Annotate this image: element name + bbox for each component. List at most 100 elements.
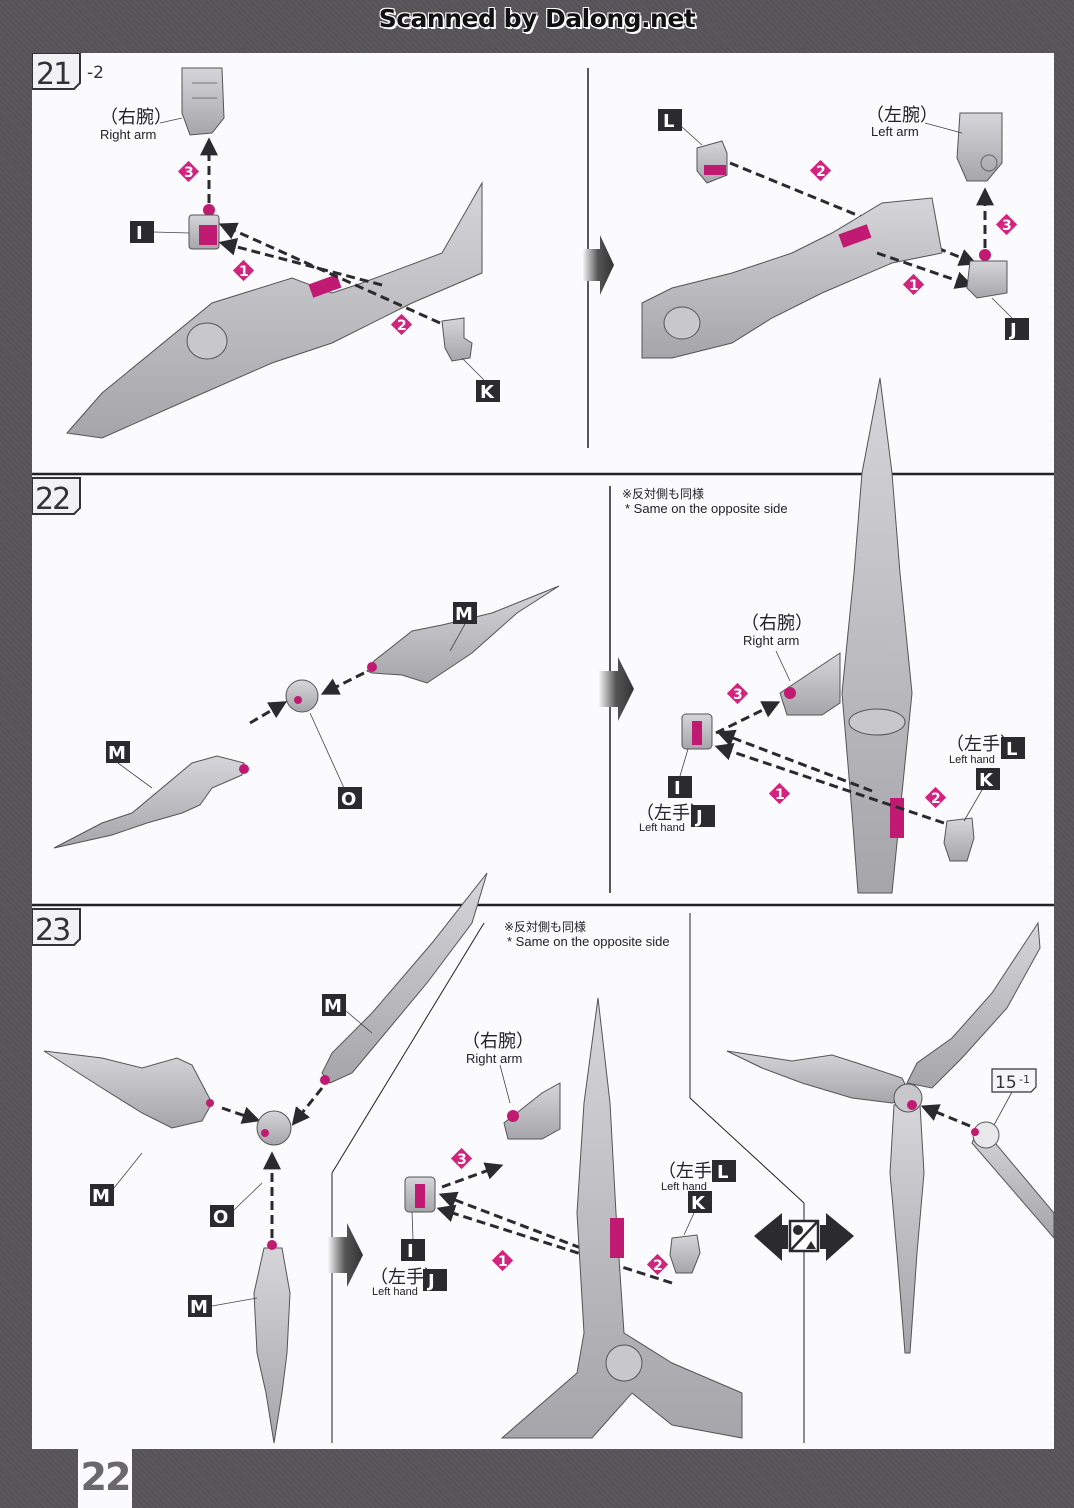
hand-part-i	[681, 713, 713, 750]
part-label-o: O	[338, 787, 362, 810]
blade-part-m	[366, 585, 560, 684]
ref-step-sub: -1	[1019, 1073, 1030, 1086]
part-label-k: K	[976, 768, 1000, 791]
svg-text:M: M	[324, 996, 342, 1017]
svg-text:I: I	[407, 1241, 414, 1262]
note-jp: ※反対側も同様	[622, 487, 704, 501]
stand-arm-part	[971, 1121, 1054, 1239]
hand-part-k	[669, 1234, 701, 1274]
svg-text:O: O	[213, 1207, 228, 1228]
weapon-assembly	[66, 181, 483, 439]
svg-text:J: J	[1008, 320, 1017, 341]
svg-text:2: 2	[816, 164, 826, 180]
svg-text:K: K	[480, 382, 495, 403]
svg-text:1: 1	[909, 278, 919, 294]
svg-text:L: L	[717, 1162, 728, 1183]
part-label-j: J	[1005, 318, 1029, 341]
callout-en: Right arm	[100, 127, 156, 142]
ref-step-number: 15	[995, 1073, 1017, 1093]
connector-part-o	[256, 1110, 292, 1146]
order-marker-2: 2	[924, 786, 947, 809]
callout-jp: （左腕）	[866, 105, 938, 126]
callout-en: Right arm	[743, 633, 799, 648]
svg-text:I: I	[136, 223, 143, 244]
svg-text:M: M	[108, 743, 126, 764]
order-marker-2: 2	[809, 159, 832, 182]
svg-text:1: 1	[239, 264, 249, 280]
order-marker-2: 2	[646, 1253, 669, 1276]
part-label-m: M	[322, 994, 346, 1017]
order-marker-1: 1	[491, 1249, 514, 1272]
order-marker-3: 3	[177, 160, 200, 183]
svg-text:J: J	[694, 807, 703, 828]
instruction-illustrations: 21 -2 （右腕） Right arm 3 I	[32, 53, 1054, 1444]
part-label-i: I	[130, 221, 154, 244]
step-badge: 22	[32, 477, 81, 517]
hand-part-k	[943, 817, 975, 862]
next-arrow	[327, 1223, 363, 1287]
step-21-2: 21 -2 （右腕） Right arm 3 I	[32, 53, 1029, 439]
callout-en: Left hand	[372, 1286, 418, 1298]
instruction-sheet: 21 -2 （右腕） Right arm 3 I	[32, 53, 1054, 1449]
blade-part-m	[320, 872, 488, 1085]
step-23: 23 M M O	[32, 872, 1054, 1444]
callout-jp: （右腕）	[100, 107, 172, 128]
part-label-o: O	[210, 1205, 234, 1228]
right-arm-part	[503, 1082, 561, 1140]
callout-jp: （左手）	[636, 803, 708, 824]
weapon-assembly-mirror	[641, 197, 943, 359]
part-label-k: K	[688, 1191, 712, 1214]
right-arm-part	[779, 652, 841, 716]
part-label-i: I	[668, 776, 692, 799]
svg-text:L: L	[1006, 739, 1017, 760]
blade-part-m	[43, 1050, 214, 1129]
callout-en: Left hand	[639, 822, 685, 834]
order-marker-2: 2	[390, 313, 413, 336]
reference-step-badge: 15 -1	[991, 1068, 1037, 1093]
left-arm-part	[956, 112, 1003, 182]
callout-jp: （左手）	[946, 734, 1018, 755]
hand-part-l	[696, 140, 728, 184]
callout-en: Left arm	[871, 124, 919, 139]
step-number: 21	[36, 57, 70, 92]
part-label-l: L	[1001, 737, 1025, 760]
watermark: Scanned by Dalong.net	[378, 4, 696, 33]
swap-direction-icon	[754, 1213, 854, 1261]
next-arrow	[582, 235, 614, 295]
connector-part-o	[285, 679, 319, 713]
svg-text:3: 3	[184, 165, 194, 181]
svg-text:M: M	[92, 1186, 110, 1207]
svg-text:1: 1	[775, 787, 785, 803]
order-marker-1: 1	[232, 259, 255, 282]
step-badge: 21 -2	[32, 53, 104, 92]
blade-part-m	[253, 1240, 291, 1444]
next-arrow	[598, 657, 634, 721]
trident-part	[841, 377, 913, 894]
trident-assembled	[726, 921, 1041, 1354]
part-label-k: K	[476, 380, 500, 403]
right-arm-part	[181, 67, 225, 136]
svg-text:1: 1	[498, 1254, 508, 1270]
hand-part-i	[404, 1176, 436, 1213]
note-en: * Same on the opposite side	[625, 501, 788, 516]
svg-text:O: O	[341, 789, 356, 810]
svg-text:L: L	[663, 111, 674, 132]
order-marker-3: 3	[995, 213, 1018, 236]
page-number: 22	[78, 1449, 132, 1508]
trident-part	[500, 997, 743, 1439]
step-number: 23	[35, 913, 69, 948]
part-label-m: M	[90, 1184, 114, 1207]
hand-part-k	[441, 317, 473, 362]
note-en: * Same on the opposite side	[507, 934, 670, 949]
svg-text:I: I	[674, 778, 681, 799]
svg-text:K: K	[691, 1193, 706, 1214]
part-label-m: M	[453, 602, 477, 625]
svg-text:J: J	[426, 1271, 435, 1292]
order-marker-1: 1	[902, 273, 925, 296]
step-22: 22 M M O	[32, 377, 1025, 894]
hand-part-i	[188, 204, 220, 250]
order-marker-1: 1	[768, 782, 791, 805]
svg-text:M: M	[455, 604, 473, 625]
part-label-l: L	[658, 109, 682, 132]
part-label-m: M	[106, 741, 130, 764]
